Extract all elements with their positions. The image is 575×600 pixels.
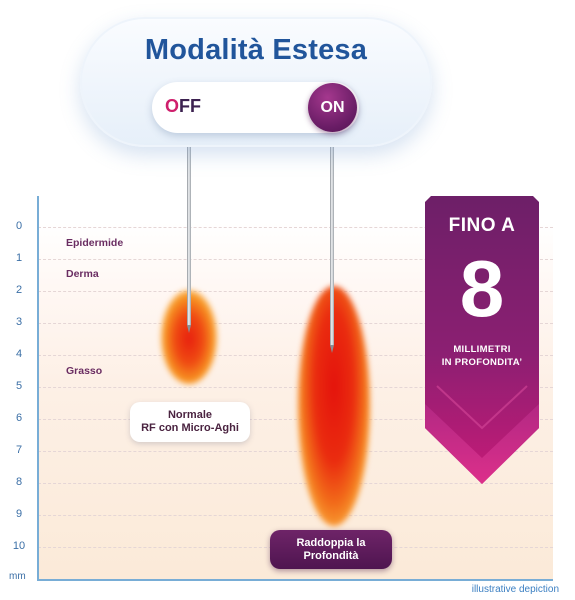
- depth-tick-label: 5: [15, 380, 23, 392]
- depth-gridline: [38, 323, 553, 324]
- depth-tick-label: 3: [15, 316, 23, 328]
- depth-tick-label: 2: [15, 284, 23, 296]
- depth-tick-label: 7: [15, 444, 23, 456]
- depth-gridline: [38, 419, 553, 420]
- needle-normal: [187, 140, 191, 325]
- double-badge-line2: Profondità: [303, 549, 359, 562]
- illustrative-footnote: illustrative depiction: [471, 584, 559, 595]
- double-depth-badge: Raddoppia la Profondità: [270, 530, 392, 569]
- callout-unit-line1: MILLIMETRI: [453, 344, 511, 355]
- depth-gridline: [38, 515, 553, 516]
- mode-card: Modalità Estesa OFF ON: [80, 17, 432, 147]
- depth-tick-label: 8: [15, 476, 23, 488]
- mode-title: Modalità Estesa: [144, 34, 368, 66]
- depth-tick-label: 10: [12, 540, 26, 552]
- baseline-axis: [37, 579, 553, 581]
- normal-rf-badge: Normale RF con Micro-Aghi: [130, 402, 250, 442]
- depth-tick-label: 4: [15, 348, 23, 360]
- depth-tick-label: 9: [15, 508, 23, 520]
- depth-gridline: [38, 355, 553, 356]
- callout-number: 8: [459, 244, 505, 333]
- needle-extended: [330, 140, 334, 345]
- depth-gridline: [38, 259, 553, 260]
- depth-tick-label: 6: [15, 412, 23, 424]
- layer-label-dermis: Derma: [66, 268, 99, 280]
- depth-unit-label: mm: [9, 571, 26, 582]
- mode-toggle[interactable]: OFF ON: [152, 82, 359, 133]
- depth-gridline: [38, 387, 553, 388]
- depth-callout: FINO A 8 MILLIMETRI IN PROFONDITA’: [425, 196, 539, 484]
- normal-badge-line2: RF con Micro-Aghi: [141, 422, 239, 434]
- layer-label-epidermis: Epidermide: [66, 237, 124, 249]
- double-badge-line1: Raddoppia la: [296, 536, 366, 549]
- depth-axis: [37, 196, 39, 581]
- layer-label-fat: Grasso: [66, 365, 103, 377]
- depth-tick-label: 1: [15, 252, 23, 264]
- callout-unit-line2: IN PROFONDITA’: [441, 357, 523, 368]
- callout-banner-shape: [425, 196, 539, 484]
- depth-gridline: [38, 451, 553, 452]
- depth-gridline: [38, 227, 553, 228]
- needle-extended-tip: [330, 345, 334, 353]
- heat-zone-extended: [298, 286, 370, 526]
- toggle-off-label: OFF: [165, 96, 202, 116]
- callout-top-text: FINO A: [448, 215, 516, 236]
- depth-gridline: [38, 483, 553, 484]
- needle-normal-tip: [187, 325, 191, 333]
- depth-gridline: [38, 291, 553, 292]
- normal-badge-line1: Normale: [167, 409, 213, 421]
- toggle-on-knob[interactable]: ON: [308, 83, 357, 132]
- depth-tick-label: 0: [15, 220, 23, 232]
